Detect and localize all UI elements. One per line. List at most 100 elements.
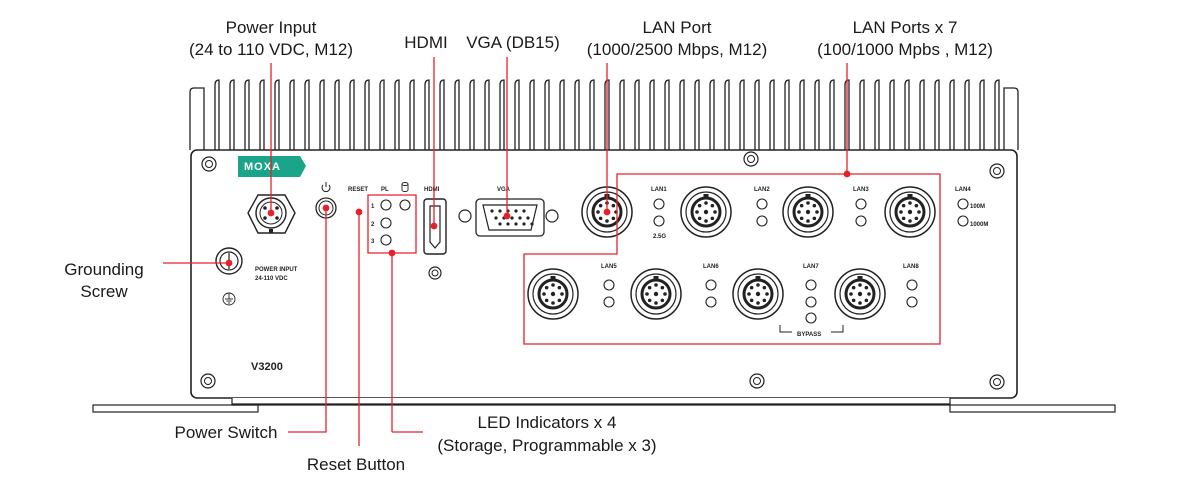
lan4-speed-1000m: 1000M bbox=[970, 222, 988, 228]
lan-led bbox=[603, 296, 615, 308]
lan-connector-pin bbox=[557, 285, 562, 290]
lan4-port[interactable] bbox=[884, 186, 936, 238]
lan-connector-pin bbox=[899, 210, 903, 214]
heatsink-fin bbox=[859, 79, 865, 150]
lan-connector-pin bbox=[703, 209, 709, 215]
lan-ports bbox=[527, 186, 969, 324]
lan-connector-key bbox=[550, 276, 556, 280]
panel-screw-center bbox=[993, 167, 1001, 175]
lan-connector-pin bbox=[805, 209, 811, 215]
vga-pin bbox=[518, 216, 522, 220]
heatsink-fin bbox=[604, 79, 610, 150]
vga-pin bbox=[522, 222, 526, 226]
hdmi-lock-screw bbox=[428, 266, 442, 280]
lan6-port[interactable] bbox=[630, 268, 682, 320]
heatsink-fin bbox=[799, 79, 805, 150]
callout-lan-ports-detail: (100/1000 Mpbs , M12) bbox=[817, 40, 993, 59]
mounting-bracket bbox=[92, 398, 1116, 413]
lan-connector-pin bbox=[756, 301, 760, 305]
lan-connector-pin bbox=[756, 283, 760, 287]
lan-connector-pin bbox=[697, 203, 702, 208]
lan-connector-pin bbox=[704, 201, 708, 205]
lan-connector-pin bbox=[857, 291, 863, 297]
callout-dots bbox=[225, 170, 851, 267]
vga-panel-label: VGA bbox=[497, 187, 511, 193]
panel-screw-center bbox=[204, 377, 212, 385]
lan-connector-pin bbox=[851, 285, 856, 290]
lan-connector-pin bbox=[598, 216, 603, 221]
lan-connector-pin bbox=[806, 201, 810, 205]
lan-connector-pin bbox=[907, 209, 913, 215]
lan-connector-pin bbox=[544, 285, 549, 290]
heatsink-fin bbox=[409, 79, 415, 150]
heatsink-fin bbox=[769, 79, 775, 150]
heatsink-fin bbox=[304, 79, 310, 150]
bypass-label: BYPASS bbox=[797, 332, 821, 338]
heatsink-fin bbox=[214, 79, 220, 150]
lan-connector-pin bbox=[858, 283, 862, 287]
lan-connector-pin bbox=[806, 219, 810, 223]
lan-connector-pin bbox=[867, 292, 871, 296]
lan5-label: LAN5 bbox=[601, 264, 617, 270]
led-storage bbox=[399, 199, 411, 211]
lan-led bbox=[705, 279, 717, 291]
lan-connector-pin bbox=[697, 216, 702, 221]
lan5-port[interactable] bbox=[527, 268, 579, 320]
led-2-label: 2 bbox=[371, 222, 375, 228]
lan-connector-pin bbox=[605, 219, 609, 223]
lan-led bbox=[653, 198, 665, 210]
lan-connector-pin bbox=[799, 203, 804, 208]
lan-led bbox=[906, 296, 918, 308]
heatsink-fin bbox=[334, 79, 340, 150]
lan-connector-pin bbox=[660, 285, 665, 290]
vga-port[interactable] bbox=[458, 198, 559, 237]
lan-led bbox=[805, 296, 817, 308]
panel-screw-center bbox=[753, 377, 761, 385]
lan-connector-pin bbox=[799, 216, 804, 221]
lan-connector-pin bbox=[598, 203, 603, 208]
lan7-port[interactable] bbox=[732, 268, 784, 320]
lan-connector-pin bbox=[542, 292, 546, 296]
heatsink-fin bbox=[619, 79, 625, 150]
heatsink-fin bbox=[964, 79, 970, 150]
lan-connector-pin bbox=[611, 216, 616, 221]
lan-connector-pin bbox=[710, 216, 715, 221]
heatsink-fin bbox=[829, 79, 835, 150]
power-input-label: POWER INPUT bbox=[255, 267, 298, 273]
heatsink-fin bbox=[229, 79, 235, 150]
led-3-label: 3 bbox=[371, 239, 375, 245]
lan-connector-pin bbox=[544, 298, 549, 303]
lan-led bbox=[756, 215, 768, 227]
heatsink-fin bbox=[394, 79, 400, 150]
lan-connector-pin bbox=[864, 298, 869, 303]
led-2 bbox=[380, 217, 392, 229]
heatsink-fin bbox=[514, 79, 520, 150]
heatsink-fin bbox=[424, 79, 430, 150]
heatsink-fin bbox=[634, 79, 640, 150]
callout-lan-ports-title: LAN Ports x 7 bbox=[853, 18, 958, 37]
lan1-speed-label: 2.5G bbox=[653, 234, 666, 240]
lan-connector-pin bbox=[663, 292, 667, 296]
lan-led bbox=[705, 296, 717, 308]
lan3-port[interactable] bbox=[782, 186, 834, 238]
heatsink-fin bbox=[589, 79, 595, 150]
lan8-port[interactable] bbox=[834, 268, 886, 320]
lan2-port[interactable] bbox=[680, 186, 732, 238]
lan-connector-pin bbox=[660, 298, 665, 303]
vga-pin bbox=[506, 222, 510, 226]
lan-connector-pin bbox=[914, 216, 919, 221]
lan-connector-pin bbox=[901, 203, 906, 208]
lan-led bbox=[756, 198, 768, 210]
callout-hdmi: HDMI bbox=[404, 33, 447, 52]
heatsink-fin bbox=[694, 79, 700, 150]
lan7-label: LAN7 bbox=[803, 264, 819, 270]
callout-led-title: LED Indicators x 4 bbox=[478, 413, 617, 432]
callout-reset-button: Reset Button bbox=[307, 455, 405, 474]
lan-connector-pin bbox=[654, 301, 658, 305]
lan-led bbox=[957, 198, 969, 210]
lan-connector-pin bbox=[815, 210, 819, 214]
heatsink-fin bbox=[814, 79, 820, 150]
heatsink-fin bbox=[379, 79, 385, 150]
heatsink-fin bbox=[679, 79, 685, 150]
